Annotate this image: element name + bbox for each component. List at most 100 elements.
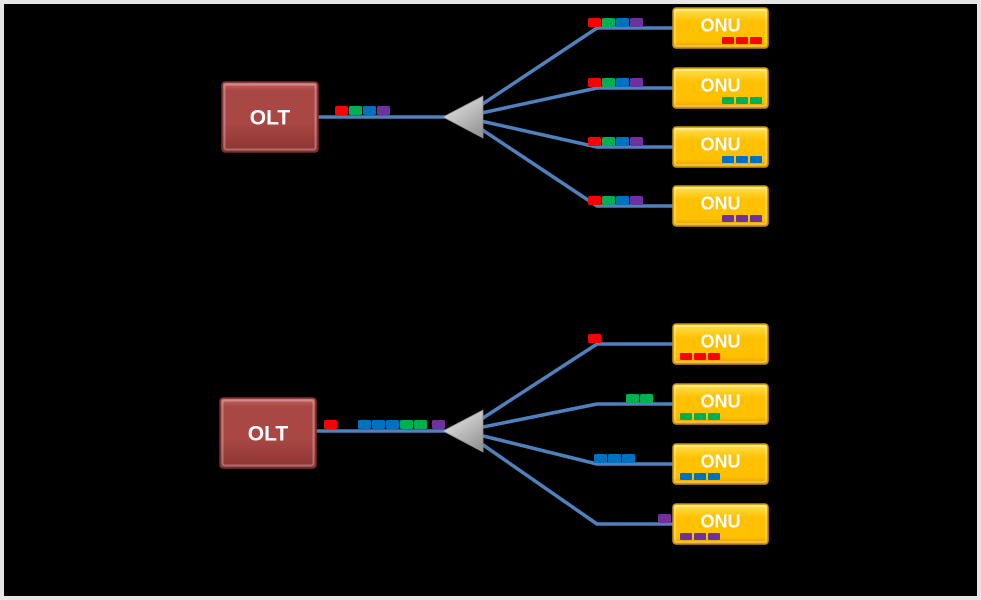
- branch-slot-purple: [630, 78, 643, 87]
- olt-box-bevel: [221, 399, 315, 467]
- branch-slot-green: [602, 137, 615, 146]
- trunk-slot-blue: [372, 420, 385, 429]
- trunk-slot-green: [349, 106, 362, 115]
- onu-slot-purple: [750, 215, 762, 222]
- frame-border-bottom: [0, 596, 981, 600]
- onu-slot-red: [736, 37, 748, 44]
- trunk-slot-green: [400, 420, 413, 429]
- olt-label: OLT: [250, 106, 291, 129]
- onu-node: ONU: [672, 503, 769, 545]
- trunk-slot-purple: [377, 106, 390, 115]
- branch-fiber-line: [461, 402, 675, 433]
- olt-node: OLT: [221, 81, 319, 153]
- onu-slot-blue: [736, 156, 748, 163]
- onu-slot-green: [750, 97, 762, 104]
- onu-slot-purple: [722, 215, 734, 222]
- branch-fiber-line: [461, 429, 675, 526]
- onu-label: ONU: [701, 451, 741, 471]
- onu-slot-purple: [680, 533, 692, 540]
- onu-slot-green: [680, 413, 692, 420]
- onu-slot-blue: [750, 156, 762, 163]
- trunk-slot-blue: [358, 420, 371, 429]
- optical-splitter-icon: [442, 409, 484, 453]
- trunk-slot-red: [335, 106, 348, 115]
- branch-fiber-line: [461, 115, 675, 208]
- branch-slot-blue: [616, 196, 629, 205]
- olt-box: [219, 397, 317, 469]
- branch-slot-blue: [622, 454, 635, 463]
- onu-label: ONU: [701, 15, 741, 35]
- branch-fiber-line: [461, 86, 675, 119]
- onu-node: ONU: [672, 67, 769, 109]
- onu-slot-red: [750, 37, 762, 44]
- branch-fiber-line: [461, 429, 675, 466]
- onu-node: ONU: [672, 126, 769, 168]
- branch-slot-purple: [630, 18, 643, 27]
- trunk-slot-blue: [363, 106, 376, 115]
- branch-slot-blue: [616, 137, 629, 146]
- branch-slot-blue: [616, 18, 629, 27]
- onu-box-bevel: [674, 385, 767, 423]
- branch-slot-purple: [658, 514, 671, 523]
- branch-slot-red: [588, 334, 601, 343]
- onu-slot-purple: [694, 533, 706, 540]
- frame-border-right: [977, 0, 981, 600]
- onu-slot-blue: [722, 156, 734, 163]
- branch-slot-purple: [630, 137, 643, 146]
- onu-label: ONU: [701, 511, 741, 531]
- onu-box-bevel: [674, 9, 767, 47]
- onu-label: ONU: [701, 193, 741, 213]
- onu-slot-green: [694, 413, 706, 420]
- olt-label: OLT: [248, 422, 289, 445]
- onu-slot-green: [708, 413, 720, 420]
- downstream-broadcast-diagram: OLT ONU ONU ONU ONU: [221, 7, 769, 227]
- onu-box-bevel: [674, 325, 767, 363]
- branch-slot-blue: [594, 454, 607, 463]
- onu-slot-blue: [708, 473, 720, 480]
- branch-slot-red: [588, 137, 601, 146]
- branch-slot-red: [588, 78, 601, 87]
- onu-slot-red: [680, 353, 692, 360]
- onu-box-bevel: [674, 128, 767, 166]
- branch-slot-green: [602, 78, 615, 87]
- onu-slot-purple: [736, 215, 748, 222]
- branch-slot-green: [626, 394, 639, 403]
- olt-box-bevel: [223, 83, 317, 151]
- onu-slot-green: [736, 97, 748, 104]
- trunk-slot-blue: [386, 420, 399, 429]
- onu-node: ONU: [672, 383, 769, 425]
- branch-slot-red: [588, 196, 601, 205]
- onu-node: ONU: [672, 443, 769, 485]
- branch-slot-blue: [616, 78, 629, 87]
- branch-fiber-line: [461, 26, 675, 119]
- onu-slot-blue: [694, 473, 706, 480]
- trunk-slot-purple: [432, 420, 445, 429]
- onu-box-bevel: [674, 445, 767, 483]
- onu-label: ONU: [701, 75, 741, 95]
- branch-slot-green: [602, 196, 615, 205]
- onu-label: ONU: [701, 331, 741, 351]
- onu-box-bevel: [674, 187, 767, 225]
- frame-border-top: [0, 0, 981, 4]
- onu-node: ONU: [672, 185, 769, 227]
- onu-node: ONU: [672, 7, 769, 49]
- branch-slot-green: [602, 18, 615, 27]
- onu-label: ONU: [701, 134, 741, 154]
- onu-label: ONU: [701, 391, 741, 411]
- branch-slot-green: [640, 394, 653, 403]
- olt-box: [221, 81, 319, 153]
- onu-slot-red: [694, 353, 706, 360]
- onu-slot-blue: [680, 473, 692, 480]
- optical-splitter-icon: [442, 95, 484, 139]
- onu-slot-purple: [708, 533, 720, 540]
- branch-slot-blue: [608, 454, 621, 463]
- onu-box-bevel: [674, 505, 767, 543]
- onu-slot-red: [708, 353, 720, 360]
- onu-node: ONU: [672, 323, 769, 365]
- branch-slot-purple: [630, 196, 643, 205]
- frame-border-left: [0, 0, 4, 600]
- onu-slot-red: [722, 37, 734, 44]
